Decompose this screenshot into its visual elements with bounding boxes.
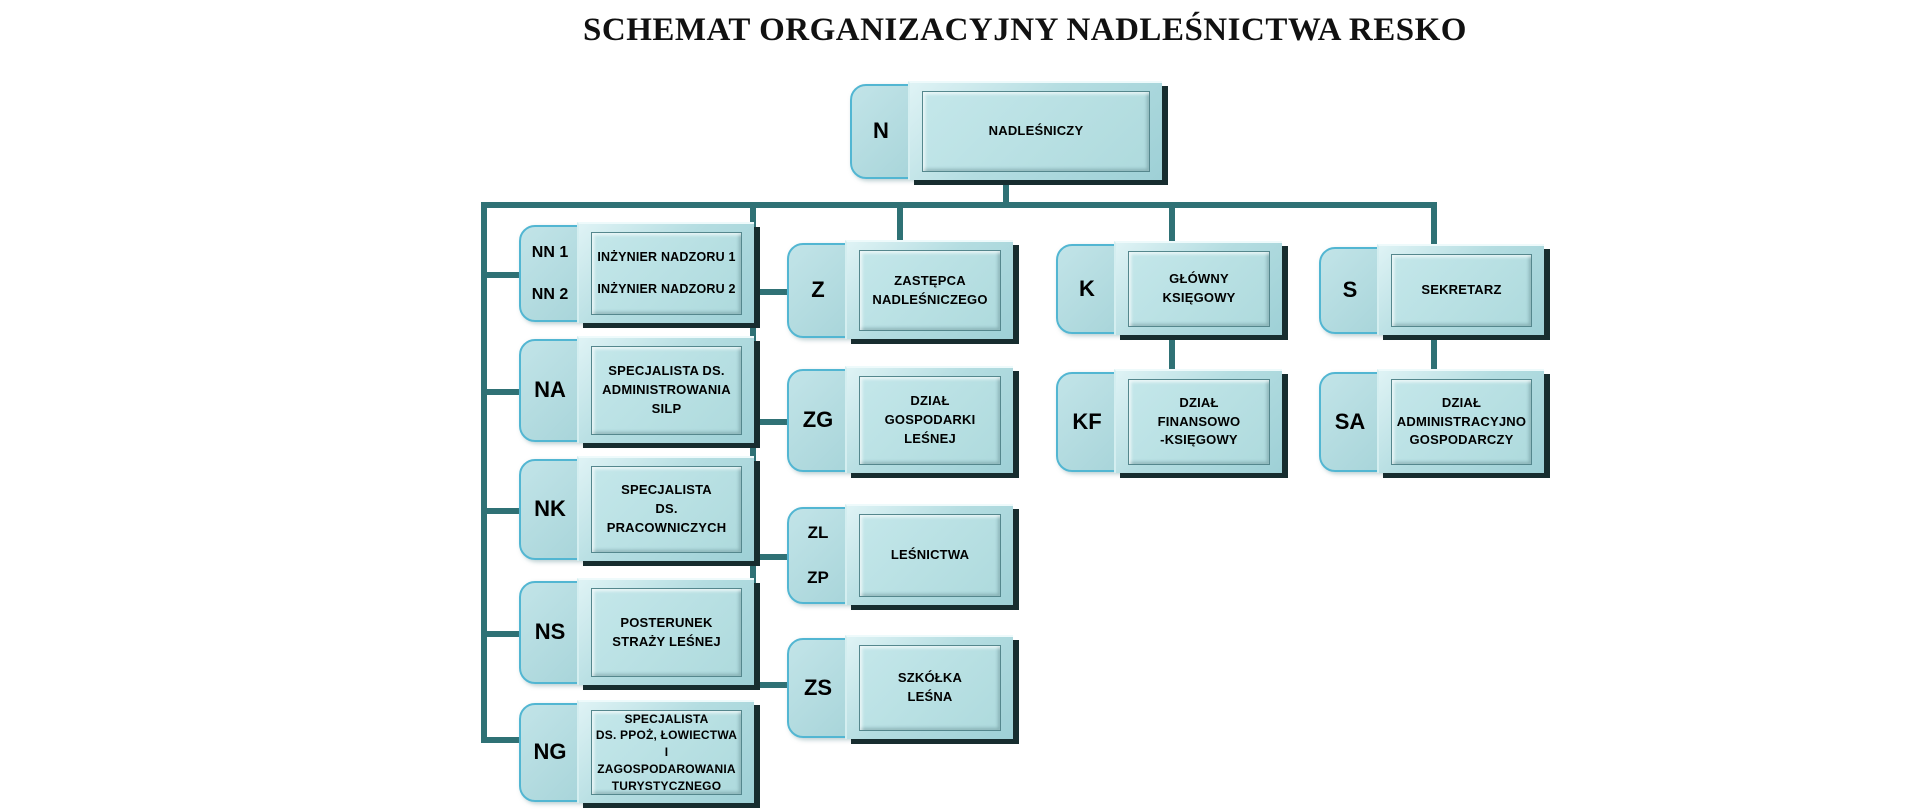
node-code: NN 1 NN 2: [531, 243, 569, 303]
node-box: DZIAŁ ADMINISTRACYJNO GOSPODARCZY: [1377, 369, 1544, 473]
connector-drop-s: [1431, 208, 1437, 244]
node-label: SPECJALISTA DS. ADMINISTROWANIA SILP: [602, 363, 731, 416]
chart-title: SCHEMAT ORGANIZACYJNY NADLEŚNICTWA RESKO: [583, 12, 1467, 48]
org-node-inzynier-nadzoru: NN 1 NN 2 INŻYNIER NADZORU 1 INŻYNIER NA…: [519, 222, 760, 328]
node-label: SEKRETARZ: [1421, 282, 1502, 298]
org-node-specjalista-silp: NA SPECJALISTA DS. ADMINISTROWANIA SILP: [519, 336, 760, 448]
node-label: INŻYNIER NADZORU 1 INŻYNIER NADZORU 2: [597, 250, 736, 296]
node-label: GŁÓWNY KSIĘGOWY: [1162, 271, 1236, 305]
connector-drop-k: [1169, 208, 1175, 241]
node-label: ZASTĘPCA NADLEŚNICZEGO: [872, 272, 988, 307]
node-box: SPECJALISTA DS. ADMINISTROWANIA SILP: [577, 336, 754, 443]
connector-riser-n: [1003, 185, 1009, 208]
org-node-szkolka-lesna: ZS SZKÓŁKA LEŚNA: [787, 635, 1019, 744]
node-code: K: [1079, 275, 1095, 301]
org-node-sekretarz: S SEKRETARZ: [1319, 244, 1550, 340]
node-box: NADLEŚNICZY: [908, 81, 1162, 180]
node-box: GŁÓWNY KSIĘGOWY: [1114, 241, 1282, 335]
org-node-specjalista-ppoz: NG SPECJALISTA DS. PPOŻ, ŁOWIECTWA I ZAG…: [519, 700, 760, 808]
connector-left-rail: [481, 202, 487, 743]
connector-stub-zg: [756, 419, 787, 425]
node-label: SPECJALISTA DS. PRACOWNICZYCH: [606, 482, 727, 535]
connector-stub-ns: [487, 631, 519, 637]
node-code: NS: [534, 619, 566, 645]
connector-drop-kf: [1169, 340, 1175, 369]
node-code: N: [873, 118, 889, 144]
node-label: DZIAŁ GOSPODARKI LEŚNEJ: [884, 393, 976, 446]
node-code: ZG: [802, 407, 834, 433]
node-label: SZKÓŁKA LEŚNA: [897, 670, 963, 704]
node-box: SPECJALISTA DS. PPOŻ, ŁOWIECTWA I ZAGOSP…: [577, 700, 754, 803]
connector-drop-z: [897, 208, 903, 240]
node-code: Z: [811, 277, 825, 303]
connector-z-rail: [750, 208, 756, 688]
node-code: SA: [1334, 408, 1366, 434]
org-node-glowny-ksiegowy: K GŁÓWNY KSIĘGOWY: [1056, 241, 1288, 340]
org-node-specjalista-pracowniczy: NK SPECJALISTA DS. PRACOWNICZYCH: [519, 456, 760, 566]
node-box: DZIAŁ FINANSOWO -KSIĘGOWY: [1114, 369, 1282, 473]
node-code: NG: [533, 739, 567, 765]
org-node-zastepca: Z ZASTĘPCA NADLEŚNICZEGO: [787, 240, 1019, 344]
node-label: DZIAŁ ADMINISTRACYJNO GOSPODARCZY: [1396, 394, 1527, 448]
org-node-dzial-administracyjno-gospodarczy: SA DZIAŁ ADMINISTRACYJNO GOSPODARCZY: [1319, 369, 1550, 478]
node-code: KF: [1072, 408, 1102, 434]
node-box: SPECJALISTA DS. PRACOWNICZYCH: [577, 456, 754, 561]
org-node-nadlesniczy: N NADLEŚNICZY: [850, 81, 1168, 185]
org-node-lesnictwa: ZL ZP LEŚNICTWA: [787, 504, 1019, 610]
connector-stub-zs: [756, 682, 787, 688]
node-box: DZIAŁ GOSPODARKI LEŚNEJ: [845, 366, 1013, 473]
node-code: NK: [534, 496, 566, 522]
node-box: ZASTĘPCA NADLEŚNICZEGO: [845, 240, 1013, 339]
connector-stub-z: [756, 289, 787, 295]
node-label: NADLEŚNICZY: [988, 123, 1084, 139]
node-label: DZIAŁ FINANSOWO -KSIĘGOWY: [1157, 394, 1241, 448]
node-code: ZS: [803, 674, 833, 700]
connector-stub-ng: [487, 737, 519, 743]
node-box: LEŚNICTWA: [845, 504, 1013, 605]
connector-stub-zl: [756, 554, 787, 560]
node-code: NA: [534, 377, 566, 403]
org-node-posterunek-strazy: NS POSTERUNEK STRAŻY LEŚNEJ: [519, 578, 760, 690]
node-box: SEKRETARZ: [1377, 244, 1544, 335]
connector-stub-nk: [487, 508, 519, 514]
node-code: ZL ZP: [807, 523, 829, 587]
connector-stub-na: [487, 389, 519, 395]
node-box: SZKÓŁKA LEŚNA: [845, 635, 1013, 739]
node-box: INŻYNIER NADZORU 1 INŻYNIER NADZORU 2: [577, 222, 754, 323]
node-box: POSTERUNEK STRAŻY LEŚNEJ: [577, 578, 754, 685]
org-node-dzial-gospodarki: ZG DZIAŁ GOSPODARKI LEŚNEJ: [787, 366, 1019, 478]
connector-drop-sa: [1431, 340, 1437, 369]
org-node-dzial-finansowo-ksiegowy: KF DZIAŁ FINANSOWO -KSIĘGOWY: [1056, 369, 1288, 478]
node-code: S: [1342, 277, 1358, 303]
connector-stub-nn: [487, 272, 519, 278]
node-label: SPECJALISTA DS. PPOŻ, ŁOWIECTWA I ZAGOSP…: [595, 711, 738, 793]
node-label: LEŚNICTWA: [890, 547, 970, 563]
connector-bus: [481, 202, 1437, 208]
node-label: POSTERUNEK STRAŻY LEŚNEJ: [612, 614, 721, 649]
